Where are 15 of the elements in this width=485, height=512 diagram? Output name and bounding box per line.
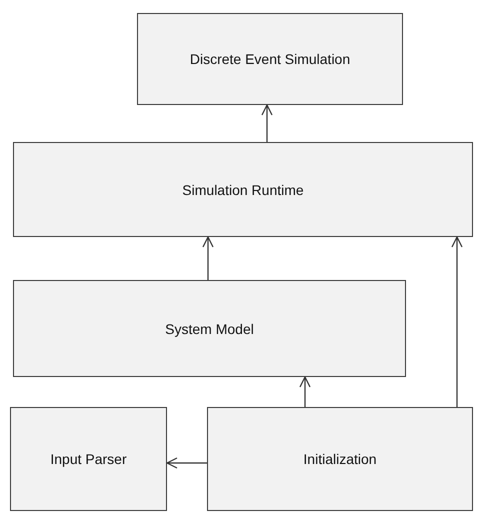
process-box	[13, 280, 406, 377]
arrow	[166, 457, 207, 469]
process-box	[13, 142, 473, 237]
arrow	[451, 236, 463, 407]
arrow	[202, 236, 214, 280]
process-box	[10, 407, 167, 511]
process-box	[207, 407, 473, 511]
box-label: System Model	[164, 320, 255, 336]
arrow	[299, 376, 311, 407]
process-box	[137, 13, 403, 105]
box-label: Input Parser	[49, 451, 128, 467]
box-label: Simulation Runtime	[181, 182, 305, 198]
arrow	[261, 104, 273, 142]
box-label: Initialization	[302, 451, 378, 467]
box-label: Discrete Event Simulation	[188, 51, 352, 67]
